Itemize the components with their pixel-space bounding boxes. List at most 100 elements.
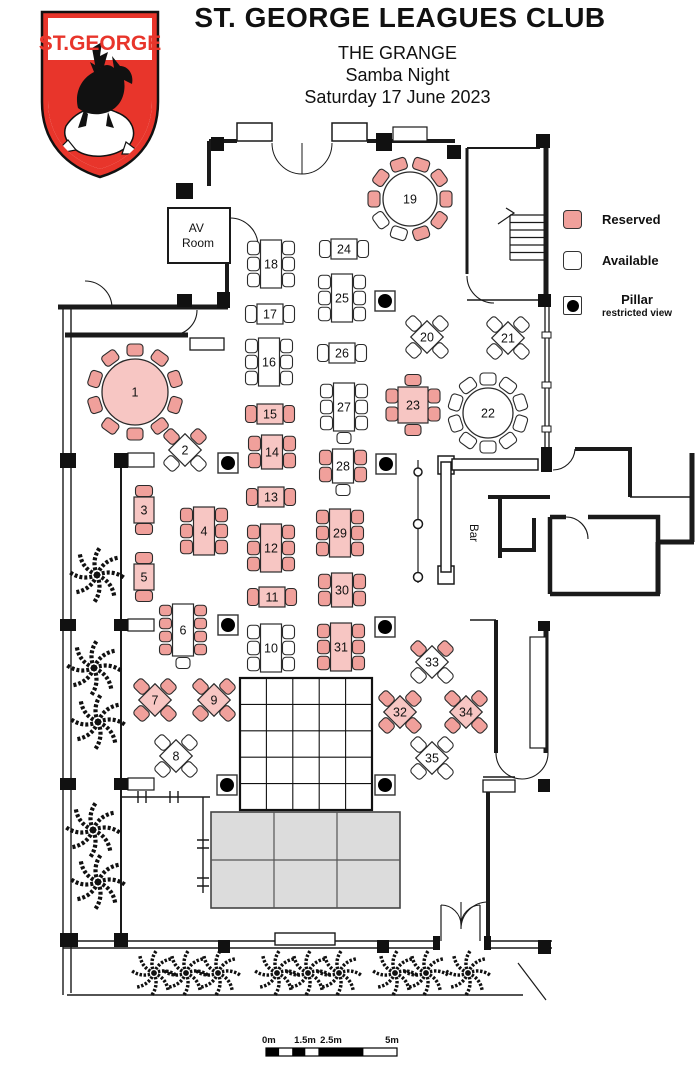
svg-text:24: 24 bbox=[337, 243, 351, 257]
table-33[interactable]: 33 bbox=[396, 626, 468, 698]
table-35[interactable]: 35 bbox=[396, 722, 468, 794]
table-14[interactable]: 14 bbox=[247, 434, 297, 470]
svg-text:18: 18 bbox=[264, 258, 278, 272]
table-15[interactable]: 15 bbox=[244, 403, 296, 425]
pillar bbox=[374, 616, 396, 638]
svg-text:6: 6 bbox=[180, 624, 187, 638]
table-24[interactable]: 24 bbox=[318, 238, 370, 260]
venue-name: THE GRANGE bbox=[337, 43, 457, 63]
svg-text:22: 22 bbox=[481, 407, 495, 421]
svg-text:25: 25 bbox=[335, 292, 349, 306]
pillar bbox=[217, 452, 239, 474]
table-17[interactable]: 17 bbox=[244, 303, 296, 325]
palm-tree-icon bbox=[194, 949, 242, 997]
palm-trees bbox=[64, 546, 492, 997]
table-2[interactable]: 2 bbox=[149, 414, 221, 486]
event-name: Samba Night bbox=[345, 65, 450, 85]
table-16[interactable]: 16 bbox=[244, 337, 294, 387]
bar-label: Bar bbox=[467, 524, 479, 542]
av-room-label: AV Room bbox=[182, 221, 214, 250]
table-31[interactable]: 31 bbox=[316, 622, 366, 672]
table-20[interactable]: 20 bbox=[391, 301, 463, 373]
legend-pillar: Pillar restricted view bbox=[563, 292, 698, 319]
table-21[interactable]: 21 bbox=[472, 302, 544, 374]
available-swatch-icon bbox=[563, 251, 582, 270]
palm-tree-icon bbox=[162, 949, 210, 997]
table-12[interactable]: 12 bbox=[246, 523, 296, 573]
svg-text:5: 5 bbox=[141, 571, 148, 585]
svg-text:2: 2 bbox=[182, 444, 189, 458]
svg-text:12: 12 bbox=[264, 542, 278, 556]
svg-text:26: 26 bbox=[335, 347, 349, 361]
scale-tick-0: 0m bbox=[262, 1035, 276, 1046]
palm-tree-icon bbox=[130, 949, 178, 997]
palm-tree-icon bbox=[402, 949, 450, 997]
table-28[interactable]: 28 bbox=[318, 448, 368, 497]
svg-text:14: 14 bbox=[265, 446, 279, 460]
svg-text:11: 11 bbox=[266, 591, 279, 605]
svg-text:8: 8 bbox=[173, 750, 180, 764]
table-32[interactable]: 32 bbox=[364, 676, 436, 748]
table-26[interactable]: 26 bbox=[316, 342, 368, 364]
pillar bbox=[217, 614, 239, 636]
svg-text:28: 28 bbox=[336, 460, 350, 474]
pillar bbox=[216, 774, 238, 796]
legend-pillar-label: Pillar bbox=[621, 292, 653, 307]
table-3[interactable]: 3 bbox=[133, 484, 155, 536]
legend-pillar-sublabel: restricted view bbox=[602, 308, 673, 319]
svg-text:13: 13 bbox=[264, 491, 278, 505]
table-1[interactable]: 1 bbox=[87, 343, 183, 441]
svg-text:33: 33 bbox=[425, 656, 439, 670]
pillar-swatch-icon bbox=[563, 296, 582, 315]
walls bbox=[58, 122, 695, 1001]
scale-tick-1: 1.5m bbox=[294, 1035, 316, 1046]
svg-text:1: 1 bbox=[132, 386, 139, 400]
table-34[interactable]: 34 bbox=[430, 676, 502, 748]
table-9[interactable]: 9 bbox=[178, 664, 250, 736]
club-logo: ST.GEORGE bbox=[39, 10, 162, 179]
scale-tick-3: 5m bbox=[385, 1035, 399, 1046]
table-18[interactable]: 18 bbox=[246, 239, 296, 289]
scale-bar: 0m 1.5m 2.5m 5m bbox=[262, 1035, 399, 1057]
palm-tree-icon bbox=[68, 546, 126, 604]
table-25[interactable]: 25 bbox=[317, 273, 367, 323]
svg-text:34: 34 bbox=[459, 706, 473, 720]
table-6[interactable]: 6 bbox=[158, 603, 208, 670]
logo-text: ST.GEORGE bbox=[39, 32, 162, 55]
svg-text:9: 9 bbox=[211, 694, 218, 708]
table-8[interactable]: 8 bbox=[140, 720, 212, 792]
event-date: Saturday 17 June 2023 bbox=[304, 87, 491, 107]
palm-tree-icon bbox=[64, 801, 122, 859]
svg-text:7: 7 bbox=[152, 694, 159, 708]
table-27[interactable]: 27 bbox=[319, 382, 369, 445]
legend-available: Available bbox=[563, 251, 698, 270]
legend: Reserved Available Pillar restricted vie… bbox=[563, 210, 698, 341]
table-29[interactable]: 29 bbox=[315, 508, 365, 558]
pillar bbox=[375, 453, 397, 475]
event-subtitle: THE GRANGE Samba Night Saturday 17 June … bbox=[220, 42, 575, 108]
table-23[interactable]: 23 bbox=[385, 373, 441, 437]
legend-reserved-label: Reserved bbox=[602, 212, 661, 227]
palm-tree-icon bbox=[65, 639, 123, 697]
table-10[interactable]: 10 bbox=[246, 623, 296, 673]
palm-tree-icon bbox=[284, 949, 332, 997]
table-5[interactable]: 5 bbox=[133, 551, 155, 603]
page-title: ST. GEORGE LEAGUES CLUB bbox=[194, 2, 606, 33]
svg-text:30: 30 bbox=[335, 584, 349, 598]
scale-tick-2: 2.5m bbox=[320, 1035, 342, 1046]
table-30[interactable]: 30 bbox=[317, 572, 367, 608]
svg-text:29: 29 bbox=[333, 527, 347, 541]
table-4[interactable]: 4 bbox=[179, 506, 229, 556]
table-13[interactable]: 13 bbox=[245, 486, 297, 508]
table-22[interactable]: 22 bbox=[447, 372, 529, 454]
table-11[interactable]: 11 bbox=[246, 586, 298, 608]
table-7[interactable]: 7 bbox=[119, 664, 191, 736]
svg-text:32: 32 bbox=[393, 706, 407, 720]
pillar bbox=[374, 290, 396, 312]
palm-tree-icon bbox=[371, 949, 419, 997]
table-19[interactable]: 19 bbox=[367, 156, 453, 242]
svg-text:35: 35 bbox=[425, 752, 439, 766]
reserved-swatch-icon bbox=[563, 210, 582, 229]
palm-tree-icon bbox=[444, 949, 492, 997]
legend-available-label: Available bbox=[602, 253, 659, 268]
